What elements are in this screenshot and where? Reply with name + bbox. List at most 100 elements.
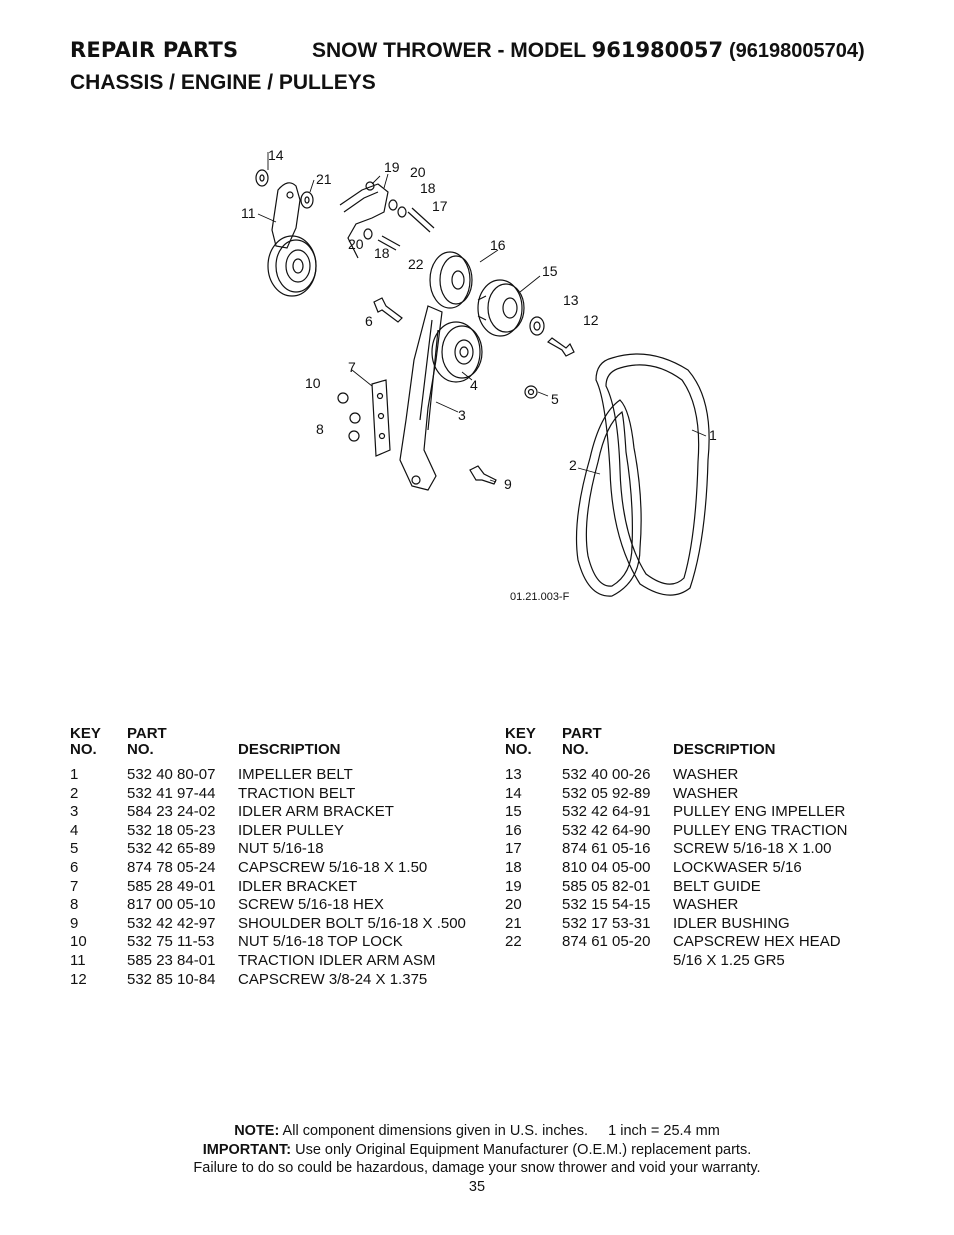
exploded-parts-diagram: 14 21 11 19 20 18 17 20 18 22 16 15 13 1… — [241, 147, 717, 603]
part-no-cell: 584 23 24-02 — [127, 803, 216, 821]
description-cell: NUT 5/16-18 — [238, 840, 324, 858]
table-row: 7 585 28 49-01 IDLER BRACKET — [70, 878, 466, 897]
part-no-cell: 532 42 65-89 — [127, 840, 216, 858]
part-no-cell: 532 18 05-23 — [127, 821, 216, 839]
part-no-cell: 532 15 54-15 — [562, 896, 651, 914]
callout-9: 9 — [504, 476, 512, 492]
idler-bushing-21-drawing — [300, 191, 314, 209]
section-title: REPAIR PARTS — [70, 38, 239, 62]
warning-text: Failure to do so could be hazardous, dam… — [193, 1160, 761, 1176]
key-no-cell: 17 — [505, 840, 522, 858]
part-no-cell: 585 05 82-01 — [562, 877, 651, 895]
description-cell: BELT GUIDE — [673, 877, 761, 895]
traction-idler-pulley-drawing — [267, 235, 317, 297]
callout-6: 6 — [365, 313, 373, 329]
part-no-cell: 585 28 49-01 — [127, 877, 216, 895]
callout-11: 11 — [241, 205, 256, 221]
part-no-cell: 810 04 05-00 — [562, 858, 651, 876]
key-no-cell: 15 — [505, 803, 522, 821]
key-no-cell: 21 — [505, 914, 522, 932]
part-no-cell: 532 05 92-89 — [562, 784, 651, 802]
callout-18-top: 18 — [420, 180, 436, 196]
diagram-code: 01.21.003-F — [510, 591, 570, 603]
key-no-cell: 14 — [505, 784, 522, 802]
description-cell: TRACTION BELT — [238, 784, 356, 802]
description-cell: SCREW 5/16-18 HEX — [238, 896, 384, 914]
key-no-cell: 6 — [70, 858, 79, 876]
key-no-cell: 19 — [505, 877, 522, 895]
model-number: 961980057 — [591, 38, 724, 62]
conversion-text: 1 inch = 25.4 mm — [608, 1123, 720, 1139]
note-line: NOTE: All component dimensions given in … — [0, 1122, 954, 1140]
callout-22: 22 — [408, 256, 424, 272]
callout-8: 8 — [316, 421, 324, 437]
description-cell: WASHER — [673, 784, 739, 802]
callout-2: 2 — [569, 457, 577, 473]
page-subtitle: CHASSIS / ENGINE / PULLEYS — [70, 71, 376, 94]
part-no-cell: 817 00 05-10 — [127, 896, 216, 914]
callout-16: 16 — [490, 237, 506, 253]
description-cell: NUT 5/16-18 TOP LOCK — [238, 933, 403, 951]
callout-19: 19 — [384, 159, 400, 175]
page-number: 35 — [468, 1179, 486, 1195]
important-label: IMPORTANT: — [202, 1142, 292, 1158]
description-cell: LOCKWASER 5/16 — [673, 858, 802, 876]
description-cell: IDLER BRACKET — [238, 877, 358, 895]
washer-13-drawing — [529, 316, 545, 336]
shoulder-bolt-9-drawing — [469, 465, 497, 485]
description-cell: SCREW 5/16-18 X 1.00 — [673, 840, 832, 858]
traction-idler-arm-drawing — [271, 182, 301, 249]
key-no-cell: 8 — [70, 896, 79, 914]
description-header: DESCRIPTION — [673, 741, 776, 758]
callout-10: 10 — [305, 375, 321, 391]
key-no-cell: 10 — [70, 933, 87, 951]
description-cell: PULLEY ENG TRACTION — [673, 821, 848, 839]
note-label: NOTE: — [234, 1123, 280, 1139]
description-cell: WASHER — [673, 766, 739, 783]
note-text: All component dimensions given in U.S. i… — [282, 1123, 589, 1139]
table-row: 5/16 X 1.25 GR5 — [505, 952, 848, 971]
description-cell: IMPELLER BELT — [238, 766, 353, 783]
key-no-cell: 4 — [70, 821, 79, 839]
nut-10-drawing — [337, 392, 349, 404]
nut-5-drawing — [524, 385, 538, 399]
callout-13: 13 — [563, 292, 579, 308]
description-cell: PULLEY ENG IMPELLER — [673, 803, 846, 821]
key-no-cell: 22 — [505, 933, 522, 951]
capscrew-6-drawing — [373, 297, 403, 323]
callout-14: 14 — [268, 147, 284, 163]
key-no-cell: 2 — [70, 784, 79, 802]
callout-20-top: 20 — [410, 164, 426, 180]
key-no-cell: 7 — [70, 877, 79, 895]
callout-4: 4 — [470, 377, 478, 393]
key-no-cell: 11 — [70, 951, 86, 969]
impeller-belt-drawing — [595, 353, 710, 596]
key-no-cell: 9 — [70, 914, 79, 932]
description-cell: CAPSCREW 3/8-24 X 1.375 — [238, 970, 428, 988]
key-no-cell: 5 — [70, 840, 79, 858]
table-row: 4 532 18 05-23 IDLER PULLEY — [70, 822, 466, 841]
part-no-cell: 874 61 05-20 — [562, 933, 651, 951]
description-cell: TRACTION IDLER ARM ASM — [238, 951, 436, 969]
part-no-cell: 532 42 42-97 — [127, 914, 216, 932]
part-no-cell: 532 17 53-31 — [562, 914, 651, 932]
important-line: IMPORTANT: Use only Original Equipment M… — [0, 1141, 954, 1159]
key-no-cell: 13 — [505, 766, 522, 783]
description-cell: IDLER PULLEY — [238, 821, 344, 839]
callout-21: 21 — [316, 171, 332, 187]
